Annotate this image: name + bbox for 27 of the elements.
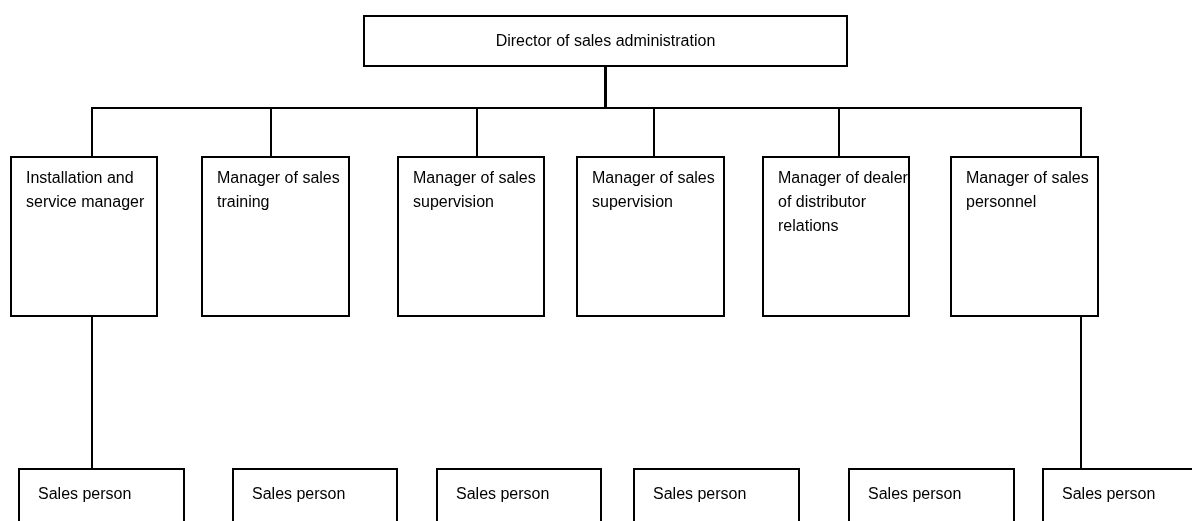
box-label: Director of sales administration: [495, 31, 716, 51]
box-label: Sales person: [1061, 484, 1157, 504]
box-label: Manager of dealer of distributor relations: [777, 168, 908, 236]
sales-person-box: [633, 468, 800, 521]
manager-box: [950, 156, 1099, 317]
box-label: Sales person: [867, 484, 963, 504]
sales-person-box: [848, 468, 1015, 521]
manager-box: [201, 156, 350, 317]
sales-person-box: [436, 468, 602, 521]
connector-line: [1080, 316, 1082, 469]
box-label: Manager of sales supervision: [412, 168, 537, 212]
box-label: Manager of sales personnel: [965, 168, 1090, 212]
manager-box: [397, 156, 545, 317]
box-label: Installation and service manager: [25, 168, 146, 212]
connector-line: [91, 316, 93, 469]
sales-person-box: [18, 468, 185, 521]
director-box: [363, 15, 848, 67]
box-label: Manager of sales training: [216, 168, 341, 212]
box-label: Sales person: [455, 484, 551, 504]
box-label: Manager of sales supervision: [591, 168, 716, 212]
manager-box: [762, 156, 910, 317]
manager-box: [576, 156, 725, 317]
box-label: Sales person: [251, 484, 347, 504]
box-label: Sales person: [652, 484, 748, 504]
sales-person-box: [232, 468, 398, 521]
box-label: Sales person: [37, 484, 133, 504]
manager-box: [10, 156, 158, 317]
